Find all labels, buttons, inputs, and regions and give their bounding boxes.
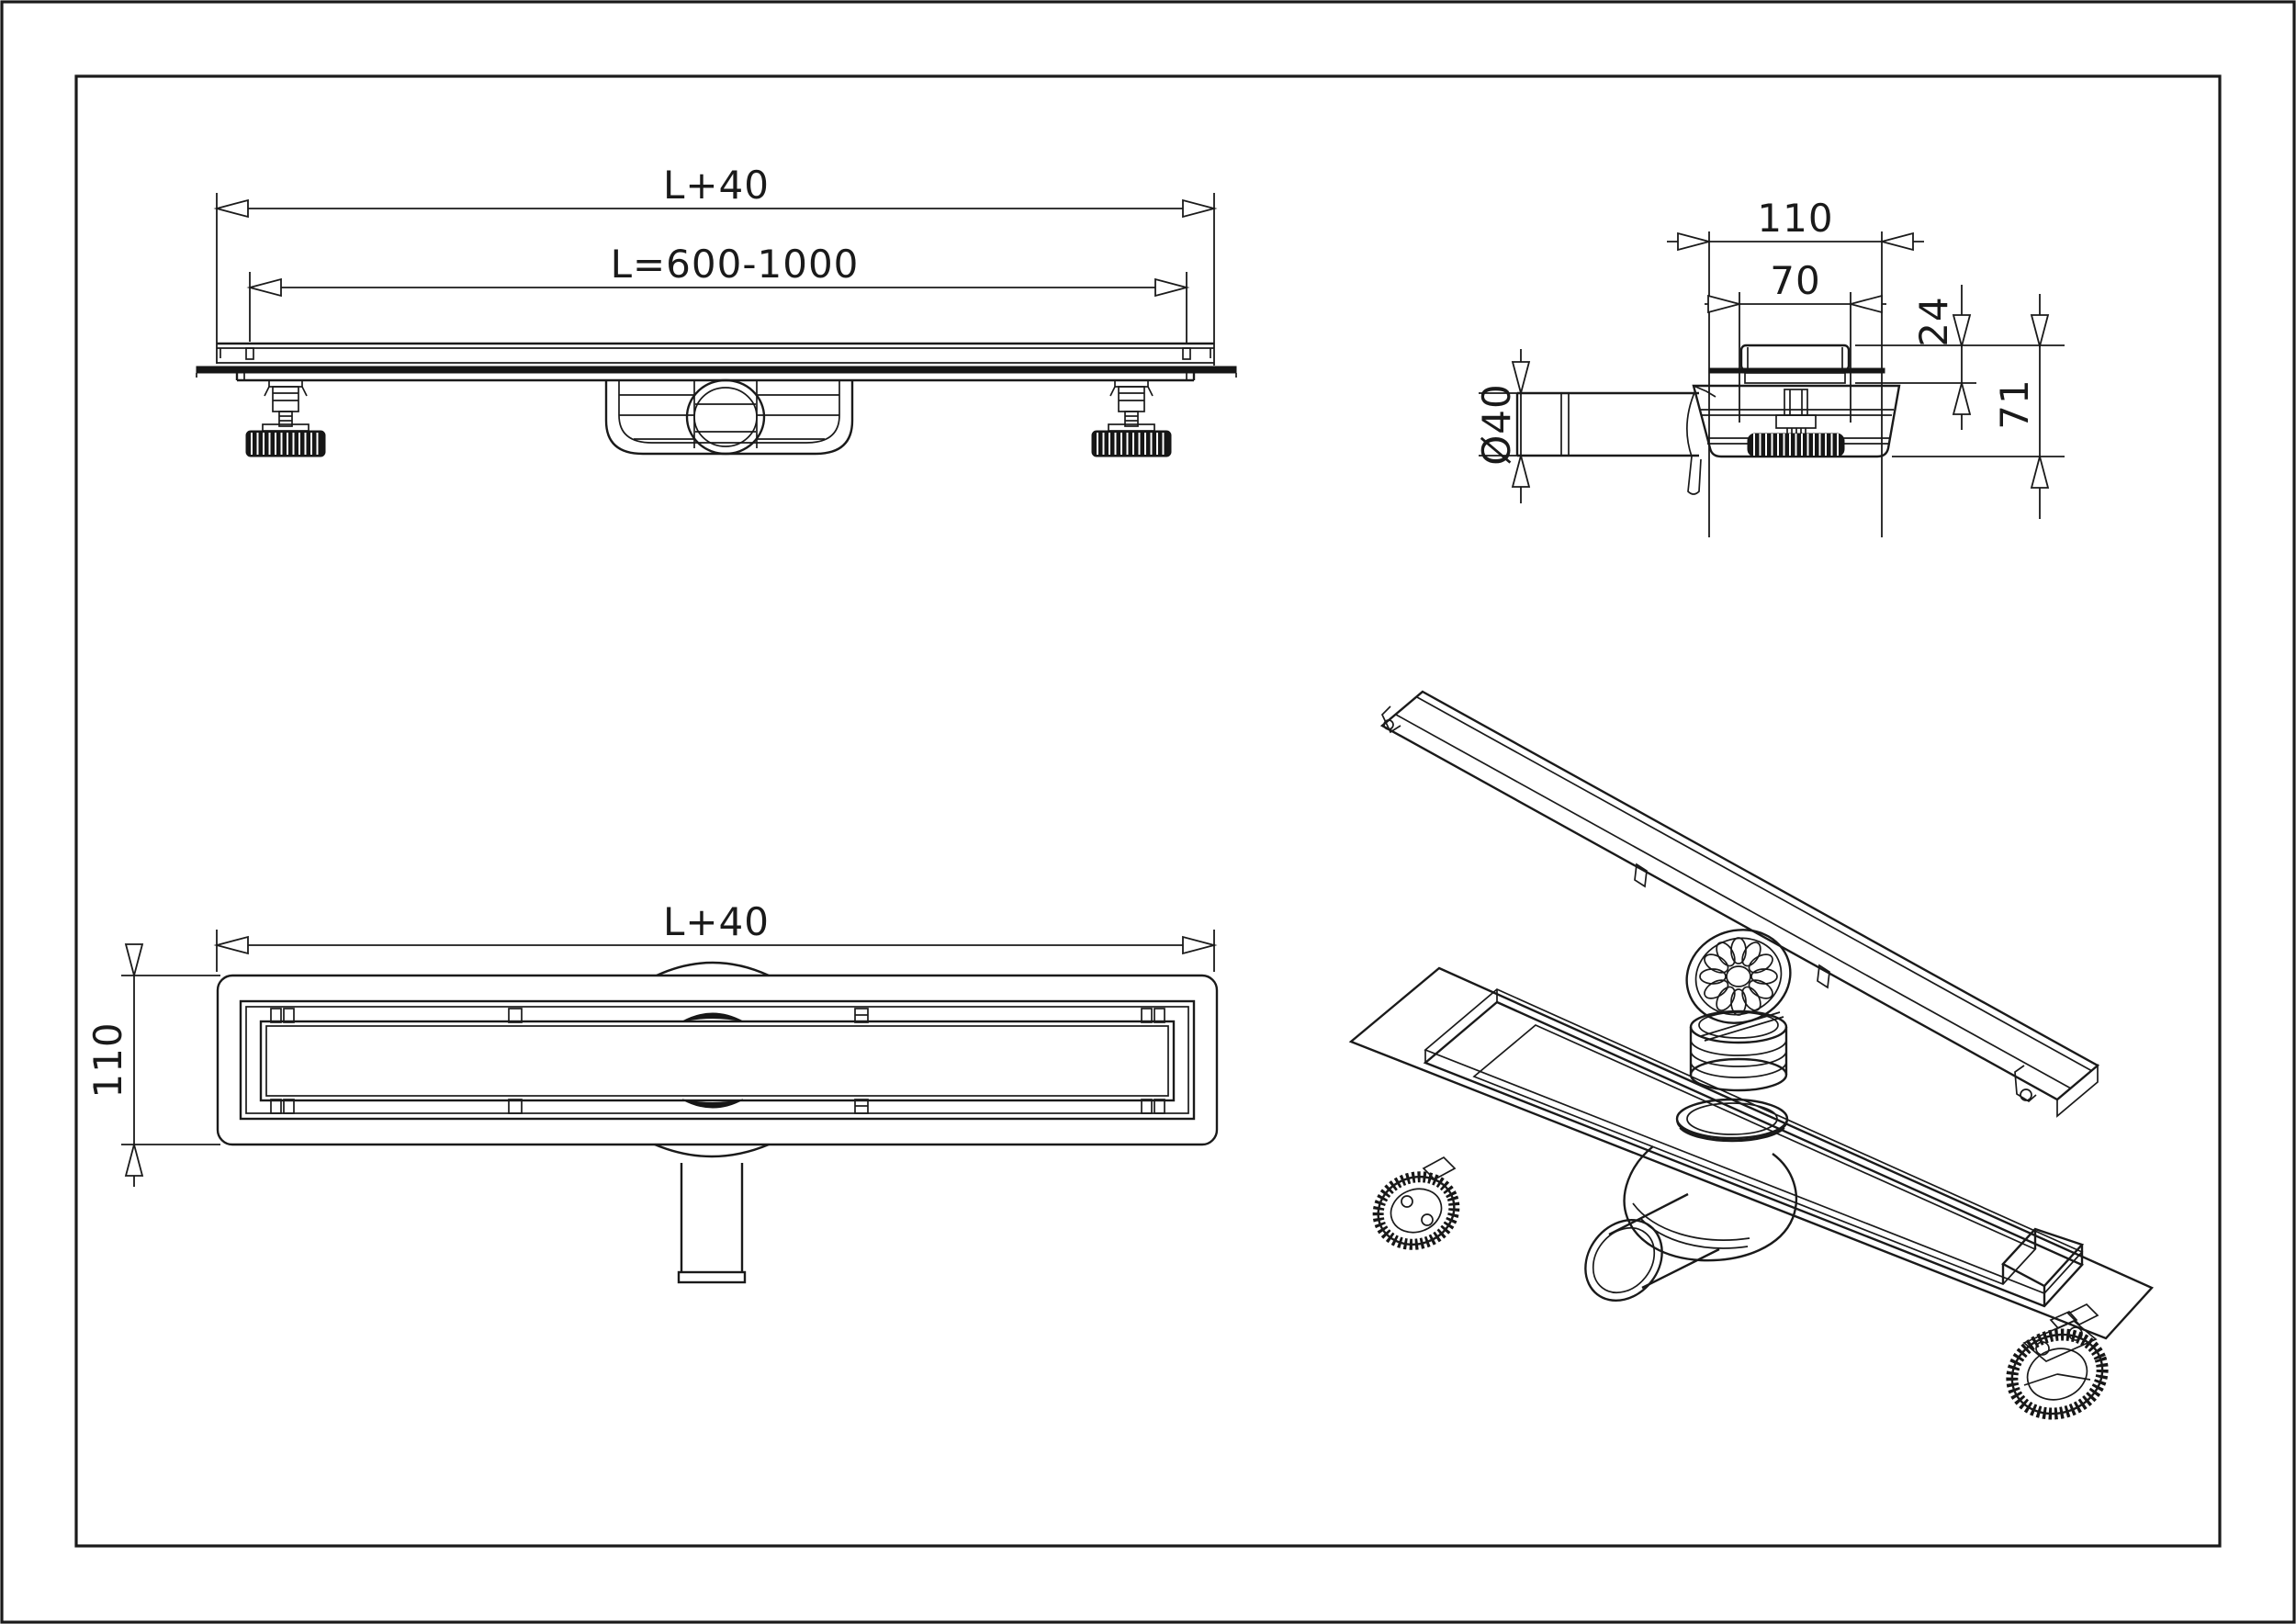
dim-label-end-d40: Ø40 <box>1474 383 1519 466</box>
top-center-crescents <box>681 1012 744 1109</box>
dim-label-top-l40: L+40 <box>663 899 770 944</box>
dim-label-end-70: 70 <box>1770 258 1820 303</box>
top-trap-and-pipe <box>654 961 770 1284</box>
iso-foot-left <box>1372 1156 1460 1250</box>
plan-view: L+40 110 <box>85 899 1219 1284</box>
dim-label-top-110: 110 <box>85 1021 130 1098</box>
side-foot-right <box>1092 380 1171 457</box>
dim-side-l600-1000: L=600-1000 <box>246 242 1190 344</box>
end-section-view: 110 70 24 71 <box>1474 196 2065 537</box>
iso-trap-body-pipe <box>1584 1145 1798 1303</box>
dim-end-70: 70 <box>1705 258 1886 423</box>
dim-label-side-length: L=600-1000 <box>611 242 860 287</box>
side-elevation-view: L+40 L=600-1000 <box>196 163 1237 457</box>
dim-label-end-24: 24 <box>1911 296 1956 346</box>
end-grate <box>1708 344 1885 384</box>
dim-top-l40: L+40 <box>213 899 1218 972</box>
side-channel-body <box>196 342 1237 382</box>
dim-end-110: 110 <box>1667 196 1924 537</box>
iso-foot-right <box>2006 1303 2109 1420</box>
dim-label-end-71: 71 <box>1992 378 2037 429</box>
dim-top-110: 110 <box>85 943 220 1187</box>
iso-channel <box>1348 966 2155 1340</box>
dim-end-71: 71 <box>1892 294 2065 519</box>
side-trap <box>604 378 854 456</box>
dim-end-diameter-40: Ø40 <box>1474 349 1563 503</box>
dim-label-side-l40: L+40 <box>663 163 770 208</box>
dim-side-l40: L+40 <box>213 163 1218 366</box>
side-foot-left <box>245 379 326 457</box>
end-trap-body <box>1686 384 1901 495</box>
top-channel-walls <box>239 999 1196 1121</box>
isometric-exploded-view <box>1348 690 2155 1420</box>
top-flange <box>216 974 1219 1146</box>
end-outlet-pipe <box>1515 391 1699 457</box>
top-clips <box>270 1008 1165 1114</box>
dim-label-end-110: 110 <box>1757 196 1833 241</box>
drawing-frame <box>74 74 2222 1548</box>
iso-strainer-rosette <box>1685 929 1792 1024</box>
iso-cover-plate <box>1379 690 2100 1118</box>
iso-trap-cylinder <box>1675 1009 1789 1143</box>
dim-end-24: 24 <box>1855 285 2065 430</box>
